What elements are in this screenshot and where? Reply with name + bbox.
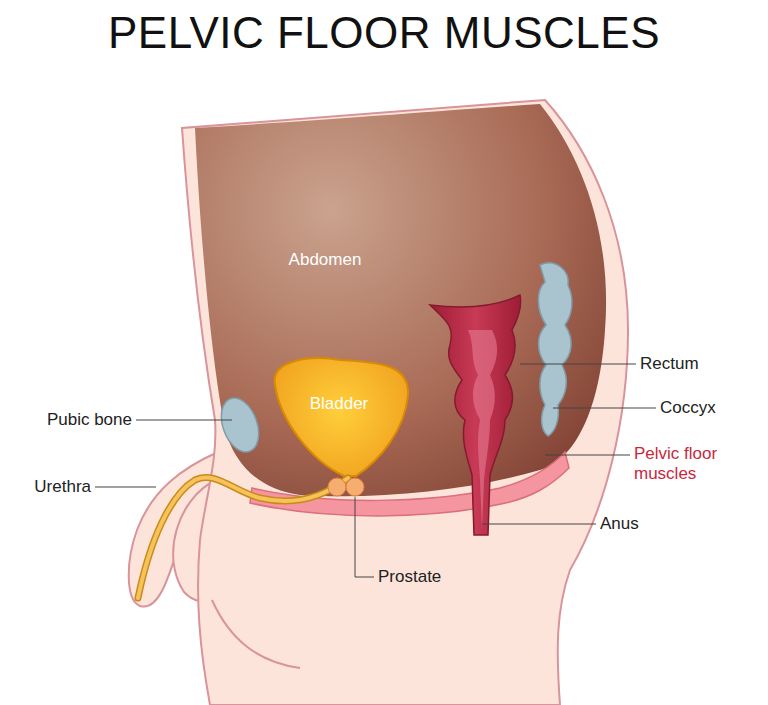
coccyx-bone [538,263,572,436]
leader-line [136,420,232,421]
leader-line [482,524,596,525]
rectum-organ [430,295,521,535]
leader-line [553,408,656,409]
part-label: Abdomen [289,250,362,270]
abdominal-cavity [195,104,606,496]
urethra-outline [138,477,348,598]
part-label: Pubic bone [47,410,132,430]
part-label: Anus [600,514,639,534]
label-holder: Anus [600,514,639,534]
prostate-lobe [346,478,364,496]
label-holder: Prostate [378,567,441,587]
rectum-lumen [468,330,497,530]
diagram-title: PELVIC FLOOR MUSCLES [108,8,660,58]
body-outline [182,100,628,705]
thigh-crease [212,600,300,668]
part-label: Urethra [34,477,91,497]
label-holder: Bladder [310,394,369,414]
label-holder: Abdomen [289,250,362,270]
label-holder: Coccyx [660,398,716,418]
part-label: Coccyx [660,398,716,418]
part-label: Bladder [310,394,369,414]
bladder-organ [275,358,409,476]
label-holder: Rectum [640,354,699,374]
pelvic-floor-band [250,452,569,516]
leader-line [520,364,636,365]
part-label: Pelvic floor muscles [634,444,746,485]
leader-line [545,455,630,456]
label-holder: Pubic bone [47,410,132,430]
part-label: Prostate [378,567,441,587]
pubic-bone [214,393,265,457]
title-holder: PELVIC FLOOR MUSCLES [0,8,768,58]
prostate-lobe [328,478,346,496]
leader-line [355,497,374,577]
label-holder: Urethra [34,477,91,497]
label-holder: Pelvic floor muscles [634,444,746,485]
urethra-tube [138,477,348,598]
part-label: Rectum [640,354,699,374]
leader-line [95,487,156,488]
